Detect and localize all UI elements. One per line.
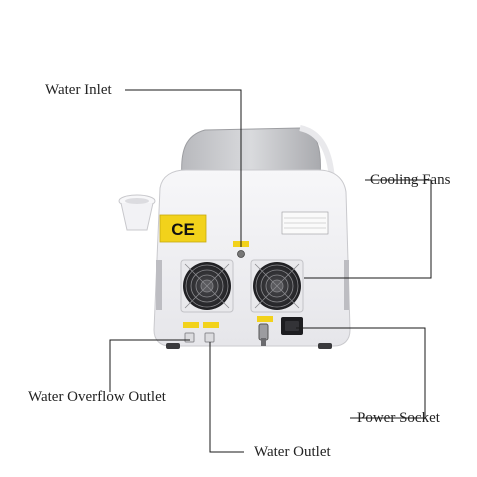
leader-power-socket [296, 327, 426, 419]
label-power-socket: Power Socket [357, 410, 440, 426]
cup-holder [118, 194, 156, 231]
center-fitting [258, 323, 269, 346]
leader-cooling-fans [304, 179, 432, 279]
ce-mark: CE [171, 220, 195, 239]
label-water-overflow-outlet: Water Overflow Outlet [28, 389, 166, 405]
leader-water-outlet [209, 342, 244, 453]
foot-right [318, 343, 332, 349]
side-panel-right [344, 260, 349, 310]
label-water-outlet: Water Outlet [254, 444, 331, 460]
label-water-inlet: Water Inlet [45, 82, 112, 98]
power-socket [281, 317, 303, 335]
fitting-tag [257, 316, 273, 322]
ce-label: CE [159, 214, 207, 243]
leader-lines [109, 89, 432, 453]
outlet-tag [203, 322, 219, 328]
overflow-tag [183, 322, 199, 328]
label-cooling-fans: Cooling Fans [370, 172, 451, 188]
leader-water-inlet [125, 89, 242, 247]
leader-water-overflow [109, 339, 190, 392]
outlet-fitting [204, 332, 215, 343]
foot-left [166, 343, 180, 349]
cooling-fan-left [180, 259, 234, 313]
cooling-fan-right [250, 259, 304, 313]
spec-plate [281, 211, 329, 235]
side-panel-left [156, 260, 162, 310]
overflow-fitting [184, 332, 195, 343]
